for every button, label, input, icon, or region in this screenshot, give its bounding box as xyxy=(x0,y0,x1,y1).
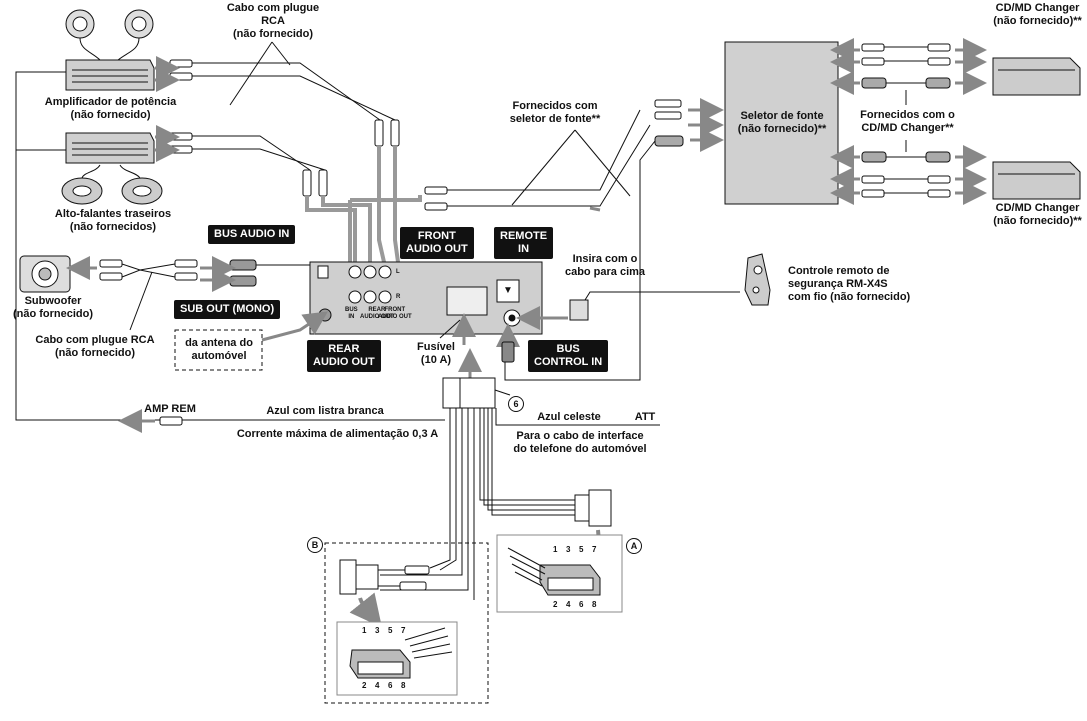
label-fuse: Fusível (10 A) xyxy=(417,341,455,366)
amplifier-bottom-icon xyxy=(65,132,155,164)
pin-b-2: 2 xyxy=(362,681,367,690)
label-light-blue: Azul celeste xyxy=(537,411,601,423)
label-cdmd-changer-top: CD/MD Changer (não fornecido)** xyxy=(993,2,1082,27)
tag-bus-control-in: BUS CONTROL IN xyxy=(528,340,609,372)
pin-a-2: 2 xyxy=(553,600,558,609)
amplifier-top-icon xyxy=(65,59,155,91)
connector-a-icon xyxy=(507,547,601,596)
label-blue-white-stripe: Azul com listra branca xyxy=(266,405,384,417)
antenna-box xyxy=(174,329,263,371)
label-remote-control: Controle remoto de segurança RM-X4S com … xyxy=(788,265,911,303)
pin-b-7: 7 xyxy=(401,626,406,635)
cdmd-changer-bottom-icon xyxy=(992,161,1081,200)
label-max-current: Corrente máxima de alimentação 0,3 A xyxy=(236,428,439,440)
label-r: R xyxy=(396,294,401,300)
pin-b-8: 8 xyxy=(401,681,406,690)
marker-six: 6 xyxy=(508,396,524,412)
label-cdmd-changer-bottom: CD/MD Changer (não fornecido)** xyxy=(993,202,1082,227)
label-rca-cable-bottom: Cabo com plugue RCA (não fornecido) xyxy=(35,334,155,359)
label-rca-cable-top: Cabo com plugue RCA (não fornecido) xyxy=(226,2,320,40)
label-jack-bus: BUS IN xyxy=(345,307,358,320)
rear-speakers-icon xyxy=(61,164,163,205)
label-att: ATT xyxy=(634,411,656,423)
tag-remote-in: REMOTE IN xyxy=(494,227,554,259)
pin-b-4: 4 xyxy=(375,681,380,690)
tag-rear-audio-out: REAR AUDIO OUT xyxy=(307,340,381,372)
pin-b-6: 6 xyxy=(388,681,393,690)
pin-a-6: 6 xyxy=(579,600,584,609)
pin-b-5: 5 xyxy=(388,626,393,635)
pin-b-1: 1 xyxy=(362,626,367,635)
pin-a-3: 3 xyxy=(566,545,571,554)
label-jack-front: FRONT AUDIO OUT xyxy=(378,307,412,320)
marker-a: A xyxy=(626,538,642,554)
label-amplifier: Amplificador de potência (não fornecido) xyxy=(44,96,177,121)
label-subwoofer: Subwoofer (não fornecido) xyxy=(12,295,94,320)
tag-front-audio-out: FRONT AUDIO OUT xyxy=(400,227,474,259)
label-antenna: da antena do automóvel xyxy=(185,337,253,362)
label-jack-rear: REAR AUDIO OUT xyxy=(360,307,394,320)
pin-a-4: 4 xyxy=(566,600,571,609)
marker-b: B xyxy=(307,537,323,553)
pin-a-5: 5 xyxy=(579,545,584,554)
pin-a-8: 8 xyxy=(592,600,597,609)
label-supplied-with-selector: Fornecidos com seletor de fonte** xyxy=(509,100,601,125)
remote-in-arrow-icon: ▼ xyxy=(503,285,513,296)
tag-bus-audio-in: BUS AUDIO IN xyxy=(208,225,296,244)
label-amp-rem: AMP REM xyxy=(144,403,196,415)
main-connector xyxy=(442,377,496,409)
pin-a-7: 7 xyxy=(592,545,597,554)
connector-b-icon xyxy=(349,627,453,679)
rca-plugs-amp xyxy=(155,56,400,197)
label-rear-speakers: Alto-falantes traseiros (não fornecidos) xyxy=(54,208,172,233)
pin-b-3: 3 xyxy=(375,626,380,635)
pin-a-1: 1 xyxy=(553,545,558,554)
label-insert-cable-up: Insira com o cabo para cima xyxy=(564,253,646,278)
source-selector-box xyxy=(724,41,839,205)
label-source-selector: Seletor de fonte (não fornecido)** xyxy=(737,110,827,135)
label-l: L xyxy=(396,269,400,275)
label-phone-interface: Para o cabo de interface do telefone do … xyxy=(513,430,647,455)
front-speakers-icon xyxy=(65,9,154,61)
label-supplied-with-cdmd: Fornecidos com o CD/MD Changer** xyxy=(860,109,955,134)
subwoofer-icon xyxy=(19,255,71,293)
tag-sub-out: SUB OUT (MONO) xyxy=(174,300,281,319)
remote-control-icon xyxy=(744,253,771,306)
cdmd-changer-top-icon xyxy=(992,57,1081,96)
